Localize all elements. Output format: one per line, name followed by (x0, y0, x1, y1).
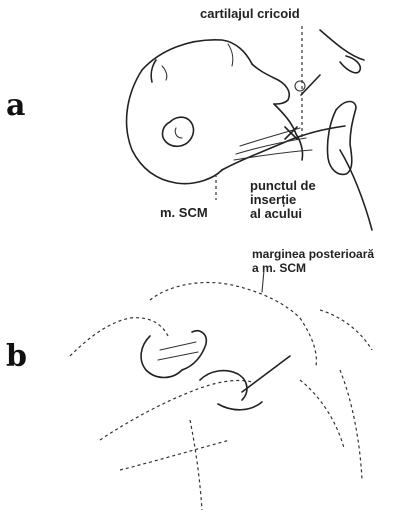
finger-line-2 (158, 352, 198, 360)
cricoid-marker (295, 81, 305, 91)
shoulder-line (340, 150, 372, 230)
clavicle-outline (327, 102, 356, 175)
face-profile (252, 64, 289, 104)
eye-detail (162, 66, 167, 80)
jaw-line (274, 104, 296, 134)
ear-upper (151, 60, 156, 82)
insertion-label-line2: inserție (250, 192, 296, 207)
panel-b: b marginea posterioară a m. SCM (6, 247, 374, 510)
skull-outline (127, 70, 222, 184)
panel-a: a (6, 6, 372, 230)
head-contour (150, 282, 300, 318)
forehead-line (228, 44, 233, 66)
hands-illustration (70, 270, 372, 510)
right-hand-lower (218, 402, 262, 410)
arm-lower-contour (120, 440, 230, 470)
panel-a-letter: a (6, 88, 25, 123)
right-forearm (100, 380, 252, 440)
chin-contour (320, 30, 364, 60)
posterior-border-label-line2: a m. SCM (252, 261, 306, 275)
cricoid-label: cartilajul cricoid (200, 6, 300, 21)
lower-jaw-detail (340, 56, 360, 73)
head-illustration (127, 40, 290, 184)
neck-contour (300, 318, 316, 366)
insertion-label-line1: punctul de (250, 178, 316, 193)
posterior-border-label-line1: marginea posterioară (252, 247, 374, 261)
insertion-label-line3: al acului (250, 206, 302, 221)
back-contour (320, 310, 372, 350)
arm-side-contour (190, 420, 202, 510)
torso-contour (340, 370, 362, 480)
left-forearm (70, 318, 168, 356)
skull-top (142, 40, 252, 70)
needle (242, 356, 290, 392)
shoulder-contour (300, 380, 344, 448)
ear-outline (163, 117, 194, 146)
scm-fibers-1 (240, 128, 300, 146)
panel-b-letter: b (6, 339, 27, 374)
left-hand-thumb (182, 331, 206, 370)
ear-inner (175, 128, 182, 138)
finger-line-1 (160, 342, 196, 350)
scm-label: m. SCM (160, 205, 208, 220)
pointer-line (301, 75, 320, 95)
